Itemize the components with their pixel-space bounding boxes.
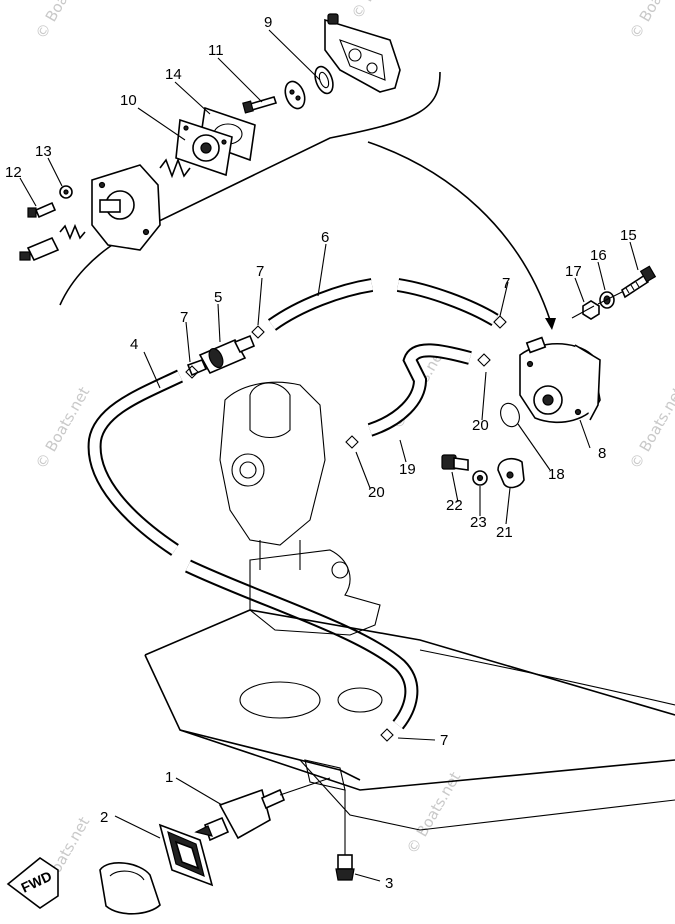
callout-3: 3	[385, 875, 393, 892]
callout-8: 8	[598, 445, 606, 462]
connector-cap	[99, 862, 161, 915]
callouts: 1 2 3 4 5 6 7 7 7 7 8 9 10 11 12 13 14 1…	[5, 14, 637, 892]
fwd-arrow: FWD	[6, 857, 59, 909]
carburetor	[219, 381, 326, 570]
hose-lower-inner	[185, 561, 417, 729]
drain-screw-3	[335, 790, 355, 881]
valve-disc-11	[284, 80, 306, 110]
small-spring	[59, 223, 86, 241]
hose-19-inner	[368, 345, 472, 435]
diaphragm-9	[314, 65, 334, 95]
callout-18: 18	[548, 466, 565, 483]
diaphragm-plate-10	[175, 118, 233, 177]
callout-20b: 20	[368, 484, 385, 501]
callout-7c: 7	[502, 275, 510, 292]
screw-12	[27, 201, 57, 219]
callout-20a: 20	[472, 417, 489, 434]
grommet-2	[158, 823, 214, 887]
callout-14: 14	[165, 66, 182, 83]
callout-4: 4	[130, 336, 138, 353]
fuel-joint-1	[194, 788, 286, 842]
joint-line	[279, 777, 331, 796]
callout-9: 9	[264, 14, 272, 31]
bolt-22	[441, 454, 469, 471]
bracket	[249, 549, 381, 636]
callout-12: 12	[5, 164, 22, 181]
callout-1: 1	[165, 769, 173, 786]
watermark: © Boats.net	[348, 0, 409, 22]
watermark: © Boats.net	[32, 384, 93, 472]
nut-17	[582, 300, 600, 320]
callout-16: 16	[590, 247, 607, 264]
fuel-filter-5	[186, 334, 256, 377]
bolt-path	[571, 291, 623, 319]
inset-boundary	[59, 71, 441, 306]
callout-15: 15	[620, 227, 637, 244]
callout-22: 22	[446, 497, 463, 514]
fuel-pump-body-9	[324, 13, 401, 93]
check-valve	[19, 236, 60, 262]
callout-19: 19	[399, 461, 416, 478]
hose-6a-inner	[269, 280, 373, 330]
exploded-view-arrow	[367, 141, 551, 321]
callout-13: 13	[35, 143, 52, 160]
bolt-15	[620, 265, 657, 299]
o-ring-18	[500, 402, 520, 428]
watermarks: © Boats.net © Boats.net © Boats.net © Bo…	[32, 0, 675, 902]
washer-23	[472, 470, 488, 486]
screw-11	[242, 96, 278, 114]
callout-5: 5	[214, 289, 222, 306]
watermark: © Boats.net	[32, 0, 93, 42]
hose-6b-inner	[397, 280, 498, 325]
watermark: © Boats.net	[626, 384, 675, 472]
watermark: © Boats.net	[403, 769, 464, 857]
spring	[159, 157, 191, 179]
bottom-cowling	[144, 609, 675, 831]
hose-4-inner	[89, 371, 183, 555]
callout-21: 21	[496, 524, 513, 541]
callout-23: 23	[470, 514, 487, 531]
fuel-pump-8	[519, 336, 601, 424]
callout-7d: 7	[440, 732, 448, 749]
callout-11: 11	[208, 42, 224, 59]
callout-10: 10	[120, 92, 137, 109]
watermark: © Boats.net	[626, 0, 675, 42]
leader-lines	[19, 29, 639, 882]
washer-13	[59, 185, 73, 199]
arrow-head	[545, 318, 556, 330]
callout-2: 2	[100, 809, 108, 826]
callout-7b: 7	[180, 309, 188, 326]
callout-17: 17	[565, 263, 582, 280]
callout-7a: 7	[256, 263, 264, 280]
pump-cover	[91, 164, 161, 251]
callout-6: 6	[321, 229, 329, 246]
clamp-21	[497, 457, 525, 489]
clips-7	[185, 315, 507, 742]
